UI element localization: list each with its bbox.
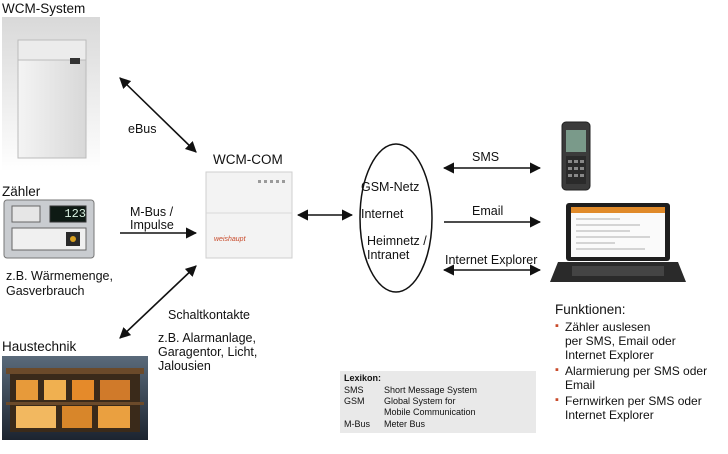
funktionen-item-line: per SMS, Email oder xyxy=(565,334,676,348)
lexikon-title: Lexikon: xyxy=(344,373,382,383)
funktionen-item-line: Internet Explorer xyxy=(565,348,654,362)
haustechnik-label: Haustechnik xyxy=(2,339,77,354)
schalt-note-line2: Garagentor, Licht, xyxy=(158,345,258,359)
lexikon-text: Mobile Communication xyxy=(384,407,476,417)
funktionen-title: Funktionen: xyxy=(555,302,626,317)
schaltkontakte-arrow xyxy=(119,265,197,339)
email-label: Email xyxy=(472,204,504,218)
funktionen-item: Zähler auslesen per SMS, Email oder Inte… xyxy=(555,319,707,362)
funktionen-item-line: Fernwirken per SMS oder xyxy=(565,394,702,408)
ebus-arrow xyxy=(119,77,197,153)
lexikon-abbr: GSM xyxy=(344,396,365,406)
heimnetz-label-line1: Heimnetz / xyxy=(367,234,427,248)
lexikon-box: Lexikon: SMS Short Message System GSM Gl… xyxy=(340,371,536,433)
lexikon-text: Meter Bus xyxy=(384,419,426,429)
wcm-com-brand: weishaupt xyxy=(214,236,246,243)
wcm-com-image xyxy=(205,171,293,259)
network-ellipse xyxy=(359,143,433,293)
zaehler-display: 123 xyxy=(64,207,86,221)
gsm-netz-label: GSM-Netz xyxy=(361,180,420,194)
funktionen-list: Zähler auslesen per SMS, Email oder Inte… xyxy=(555,319,708,422)
lexikon-text: Short Message System xyxy=(384,385,478,395)
sms-label: SMS xyxy=(472,150,500,164)
funktionen-item: Fernwirken per SMS oder Internet Explore… xyxy=(555,393,707,422)
internet-label: Internet xyxy=(361,207,404,221)
laptop-image xyxy=(550,203,686,282)
wcm-system-image xyxy=(2,17,100,172)
funktionen-item-line: Email xyxy=(565,378,596,392)
schalt-note-line3: Jalousien xyxy=(158,359,211,373)
internet-explorer-label: Internet Explorer xyxy=(445,253,538,267)
funktionen-item-line: Zähler auslesen xyxy=(565,320,651,334)
funktionen-item-line: Alarmierung per SMS oder xyxy=(565,364,708,378)
ebus-label: eBus xyxy=(128,122,157,136)
lexikon-abbr: SMS xyxy=(344,385,364,395)
heimnetz-label-line2: Intranet xyxy=(367,248,410,262)
haustechnik-image xyxy=(2,356,148,440)
funktionen-item: Alarmierung per SMS oder Email xyxy=(555,363,708,392)
zaehler-image xyxy=(3,199,95,259)
zaehler-note-line2: Gasverbrauch xyxy=(6,284,85,298)
zaehler-label: Zähler xyxy=(2,184,41,199)
schaltkontakte-label: Schaltkontakte xyxy=(168,308,250,322)
funktionen-item-line: Internet Explorer xyxy=(565,408,654,422)
zaehler-note-line1: z.B. Wärmemenge, xyxy=(6,269,113,283)
phone-image xyxy=(561,121,591,191)
wcm-system-label: WCM-System xyxy=(2,1,86,16)
lexikon-abbr: M-Bus xyxy=(344,419,371,429)
wcm-com-label: WCM-COM xyxy=(213,152,283,167)
schalt-note-line1: z.B. Alarmanlage, xyxy=(158,331,256,345)
lexikon-text: Global System for xyxy=(384,396,456,406)
mbus-label-line2: Impulse xyxy=(130,218,174,232)
mbus-label-line1: M-Bus / xyxy=(130,205,174,219)
